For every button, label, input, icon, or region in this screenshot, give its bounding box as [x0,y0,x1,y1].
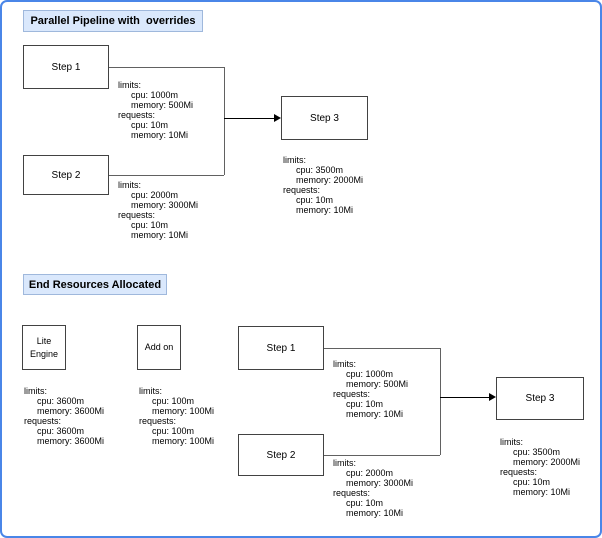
node-top-step2: Step 2 [23,155,109,195]
section-title-parallel-pipeline: Parallel Pipeline with overrides [23,10,203,32]
resource-line: memory: 100Mi [152,406,215,416]
resource-line: cpu: 10m [346,399,384,409]
resource-line: memory: 500Mi [346,379,409,389]
resource-line: limits: [118,80,141,90]
resource-line: memory: 10Mi [131,130,189,140]
node-bottom-step2: Step 2 [238,434,324,476]
node-bottom-step1: Step 1 [238,326,324,370]
resource-line: cpu: 3500m [296,165,344,175]
node-bottom-step3: Step 3 [496,377,584,420]
arrow-right-icon [489,393,496,401]
connector-top-step1-line [109,67,224,68]
resource-line: cpu: 3500m [513,447,561,457]
connector-bottom-arrow-shaft [440,397,489,398]
resource-line: memory: 10Mi [296,205,354,215]
resource-line: cpu: 2000m [346,468,394,478]
resource-line: cpu: 1000m [131,90,179,100]
resources-top-step1: limits: cpu: 1000m memory: 500Mi request… [118,80,193,140]
resource-line: requests: [139,416,177,426]
connector-bottom-step1-line [324,348,440,349]
node-top-step3: Step 3 [281,96,368,140]
resource-line: requests: [500,467,538,477]
resource-line: memory: 3600Mi [37,406,105,416]
resource-line: memory: 10Mi [346,508,404,518]
resources-bottom-step3: limits: cpu: 3500m memory: 2000Mi reques… [500,437,580,497]
node-addon-label: Add on [144,342,174,352]
node-top-step3-label: Step 3 [310,112,339,124]
resource-line: memory: 100Mi [152,436,215,446]
resource-line: cpu: 10m [131,220,169,230]
node-bottom-step3-label: Step 3 [525,393,555,404]
resource-line: cpu: 10m [346,498,384,508]
resources-lite-engine: limits: cpu: 3600m memory: 3600Mi reques… [24,386,104,446]
resources-bottom-step1: limits: cpu: 1000m memory: 500Mi request… [333,359,408,419]
connector-bottom-vertical-line [440,348,441,455]
connector-bottom-step2-line [324,455,440,456]
connector-top-arrow-shaft [224,118,274,119]
resources-top-step2: limits: cpu: 2000m memory: 3000Mi reques… [118,180,198,240]
resource-line: cpu: 10m [131,120,169,130]
resource-line: limits: [500,437,523,447]
resource-line: cpu: 3600m [37,396,85,406]
node-top-step1-label: Step 1 [51,61,81,73]
resource-line: cpu: 10m [513,477,551,487]
resource-line: memory: 10Mi [131,230,189,240]
resource-line: memory: 2000Mi [513,457,581,467]
node-bottom-step2-label: Step 2 [266,449,296,461]
connector-top-vertical-line [224,67,225,175]
node-top-step1: Step 1 [23,45,109,89]
resource-line: cpu: 1000m [346,369,394,379]
resource-line: cpu: 10m [296,195,334,205]
resource-line: memory: 10Mi [346,409,404,419]
node-bottom-step1-label: Step 1 [266,342,296,354]
resource-line: cpu: 3600m [37,426,85,436]
section-title-end-resources: End Resources Allocated [23,274,167,295]
resource-line: cpu: 100m [152,396,195,406]
resource-line: requests: [283,185,321,195]
resources-addon: limits: cpu: 100m memory: 100Mi requests… [139,386,214,446]
resource-line: memory: 3000Mi [346,478,414,488]
resource-line: cpu: 2000m [131,190,179,200]
resource-line: requests: [118,210,156,220]
connector-top-step2-line [109,175,224,176]
node-lite-engine: Lite Engine [22,325,66,370]
resource-line: memory: 2000Mi [296,175,364,185]
resource-line: limits: [333,359,356,369]
resource-line: limits: [333,458,356,468]
resource-line: memory: 3600Mi [37,436,105,446]
arrow-right-icon [274,114,281,122]
resource-line: memory: 10Mi [513,487,571,497]
resource-line: cpu: 100m [152,426,195,436]
node-lite-engine-label-line1: Lite [36,335,52,346]
resource-line: limits: [24,386,47,396]
node-top-step2-label: Step 2 [51,169,81,181]
node-addon: Add on [137,325,181,370]
node-lite-engine-label-line2: Engine [29,348,59,359]
resource-line: limits: [118,180,141,190]
resource-line: requests: [24,416,62,426]
resource-line: requests: [333,389,371,399]
resource-line: memory: 3000Mi [131,200,199,210]
resource-line: limits: [283,155,306,165]
resources-bottom-step2: limits: cpu: 2000m memory: 3000Mi reques… [333,458,413,518]
resource-line: limits: [139,386,162,396]
resources-top-step3: limits: cpu: 3500m memory: 2000Mi reques… [283,155,363,215]
resource-line: requests: [118,110,156,120]
resource-line: memory: 500Mi [131,100,194,110]
resource-line: requests: [333,488,371,498]
